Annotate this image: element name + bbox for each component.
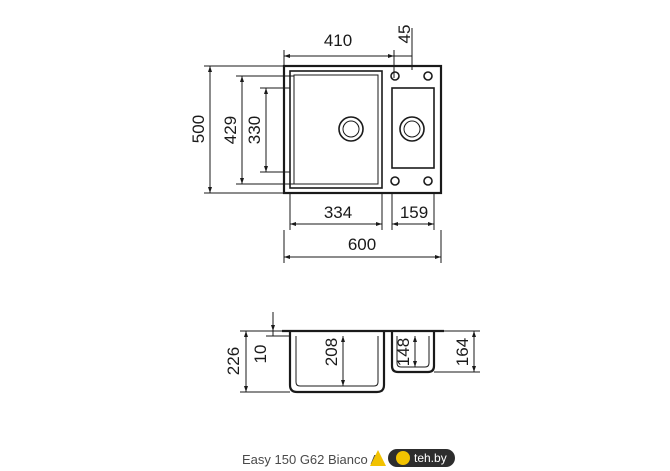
small-drain	[399, 116, 425, 142]
watermark-pill: teh.by	[388, 449, 455, 467]
main-bowl-inner	[293, 74, 379, 185]
small-drain-inner	[403, 120, 421, 138]
dim-410-label: 410	[324, 31, 352, 50]
dim-226-label: 226	[224, 347, 243, 375]
dim-208-label: 208	[322, 338, 341, 366]
dim-148-label: 148	[394, 338, 413, 366]
dim-45-label: 45	[395, 25, 414, 44]
top-view	[282, 64, 443, 195]
small-bowl-outline	[391, 87, 435, 169]
small-bowl-profile	[390, 331, 436, 374]
product-caption: Easy 150 G62 Bianco A	[242, 452, 380, 467]
main-drain-inner	[342, 120, 360, 138]
dim-600-label: 600	[348, 235, 376, 254]
watermark-badge: teh.by	[370, 447, 468, 469]
sink-outer-outline	[282, 64, 443, 195]
dim-429-label: 429	[221, 116, 240, 144]
main-drain	[338, 116, 364, 142]
dim-159-label: 159	[400, 203, 428, 222]
main-bowl-profile	[288, 331, 386, 394]
tap-hole-4	[423, 176, 433, 186]
warning-triangle-icon	[370, 450, 386, 466]
tap-hole-3	[390, 176, 400, 186]
dim-330-label: 330	[245, 116, 264, 144]
top-dimensions: 410 45 500 429 330 334	[189, 25, 442, 263]
tap-hole-2	[423, 71, 433, 81]
side-dimensions: 226 10 208 148 164	[224, 312, 480, 393]
dim-164-label: 164	[453, 338, 472, 366]
dim-500-label: 500	[189, 115, 208, 143]
tap-hole-1	[390, 71, 400, 81]
side-view	[282, 329, 444, 394]
main-bowl-outline	[289, 70, 383, 189]
logo-dot-icon	[396, 451, 410, 465]
watermark-label: teh.by	[414, 451, 447, 465]
dim-10-label: 10	[251, 345, 270, 364]
dim-334-label: 334	[324, 203, 352, 222]
